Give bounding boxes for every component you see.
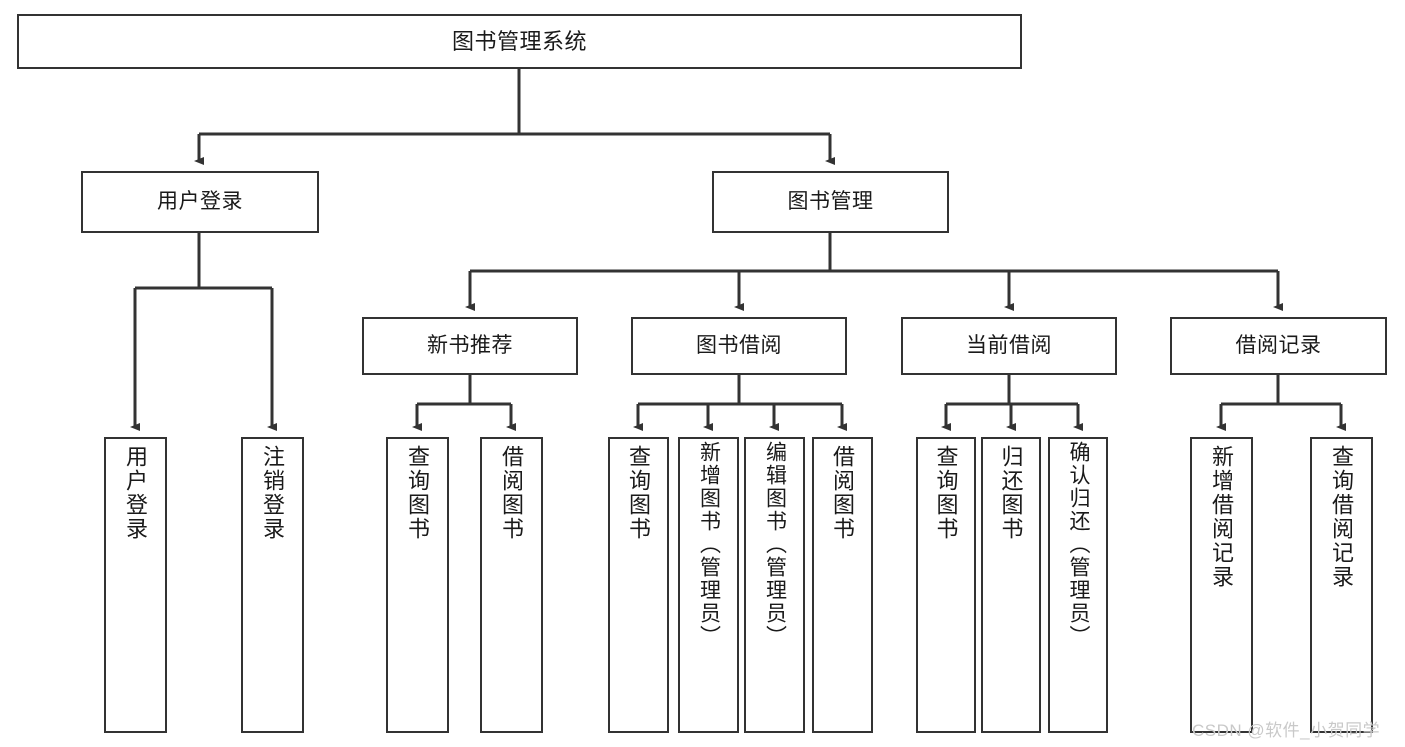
- node-user-login[interactable]: 用户登录: [81, 171, 319, 233]
- node-leaf-edit-book[interactable]: 编辑图书（管理员）: [744, 437, 805, 733]
- node-leaf-add-record-label: 新增借阅记录: [1209, 445, 1235, 589]
- node-borrow-record-label: 借阅记录: [1235, 333, 1322, 357]
- node-user-login-label: 用户登录: [157, 189, 243, 213]
- node-book-borrow[interactable]: 图书借阅: [631, 317, 847, 375]
- node-leaf-query-book-3[interactable]: 查询图书: [916, 437, 976, 733]
- csdn-watermark: CSDN @软件_小贺同学: [1192, 721, 1381, 740]
- node-leaf-borrow-book-1-label: 借阅图书: [499, 445, 525, 541]
- node-root[interactable]: 图书管理系统: [17, 14, 1022, 69]
- node-root-label: 图书管理系统: [451, 28, 587, 54]
- node-new-book-recommend[interactable]: 新书推荐: [362, 317, 578, 375]
- node-leaf-query-record-label: 查询借阅记录: [1329, 445, 1355, 589]
- node-leaf-query-record[interactable]: 查询借阅记录: [1310, 437, 1373, 733]
- node-leaf-return-book-label: 归还图书: [998, 445, 1024, 541]
- node-leaf-query-book-1-label: 查询图书: [405, 445, 431, 541]
- node-leaf-query-book-2[interactable]: 查询图书: [608, 437, 669, 733]
- node-book-borrow-label: 图书借阅: [696, 333, 782, 357]
- node-leaf-add-book[interactable]: 新增图书（管理员）: [678, 437, 739, 733]
- node-new-book-recommend-label: 新书推荐: [427, 333, 513, 357]
- node-leaf-query-book-1[interactable]: 查询图书: [386, 437, 449, 733]
- node-current-borrow-label: 当前借阅: [966, 333, 1052, 357]
- node-leaf-edit-book-label: 编辑图书（管理员）: [763, 441, 787, 648]
- node-leaf-user-login[interactable]: 用户登录: [104, 437, 167, 733]
- node-leaf-add-record[interactable]: 新增借阅记录: [1190, 437, 1253, 733]
- node-leaf-logout-login-label: 注销登录: [260, 445, 286, 541]
- node-leaf-query-book-2-label: 查询图书: [626, 445, 652, 541]
- node-book-manage[interactable]: 图书管理: [712, 171, 949, 233]
- node-leaf-confirm-return[interactable]: 确认归还（管理员）: [1048, 437, 1108, 733]
- node-leaf-borrow-book-2[interactable]: 借阅图书: [812, 437, 873, 733]
- node-leaf-confirm-return-label: 确认归还（管理员）: [1067, 441, 1091, 648]
- node-borrow-record[interactable]: 借阅记录: [1170, 317, 1387, 375]
- node-leaf-logout-login[interactable]: 注销登录: [241, 437, 304, 733]
- node-leaf-return-book[interactable]: 归还图书: [981, 437, 1041, 733]
- node-leaf-query-book-3-label: 查询图书: [933, 445, 959, 541]
- node-leaf-borrow-book-2-label: 借阅图书: [830, 445, 856, 541]
- node-leaf-user-login-label: 用户登录: [123, 445, 149, 541]
- node-current-borrow[interactable]: 当前借阅: [901, 317, 1117, 375]
- node-leaf-add-book-label: 新增图书（管理员）: [697, 441, 721, 648]
- node-book-manage-label: 图书管理: [787, 189, 874, 213]
- node-leaf-borrow-book-1[interactable]: 借阅图书: [480, 437, 543, 733]
